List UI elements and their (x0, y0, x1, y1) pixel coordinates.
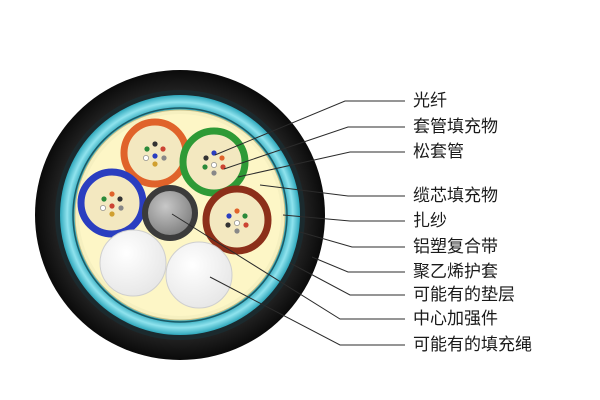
loose-tube-green (179, 127, 249, 197)
label-central-strength-member: 中心加强件 (413, 309, 498, 329)
label-tube-filler: 套管填充物 (413, 117, 498, 137)
filler-rope-right (165, 241, 233, 309)
label-optional-filler-rope: 可能有的填充绳 (413, 335, 532, 355)
label-aluminum-tape: 铝塑复合带 (413, 237, 498, 257)
label-optional-bedding: 可能有的垫层 (413, 285, 515, 305)
loose-tube-brown (202, 185, 272, 255)
label-loose-tube: 松套管 (413, 142, 464, 162)
label-core-filler: 缆芯填充物 (413, 186, 498, 206)
leader-lines (171, 100, 405, 346)
label-binder: 扎纱 (413, 211, 447, 231)
loose-tube-blue (77, 168, 147, 238)
central-strength-member-shape (142, 185, 198, 241)
label-pe-sheath: 聚乙烯护套 (413, 262, 498, 282)
filler-rope-left (99, 229, 167, 297)
label-fiber: 光纤 (413, 91, 447, 111)
loose-tube-orange (120, 118, 190, 188)
